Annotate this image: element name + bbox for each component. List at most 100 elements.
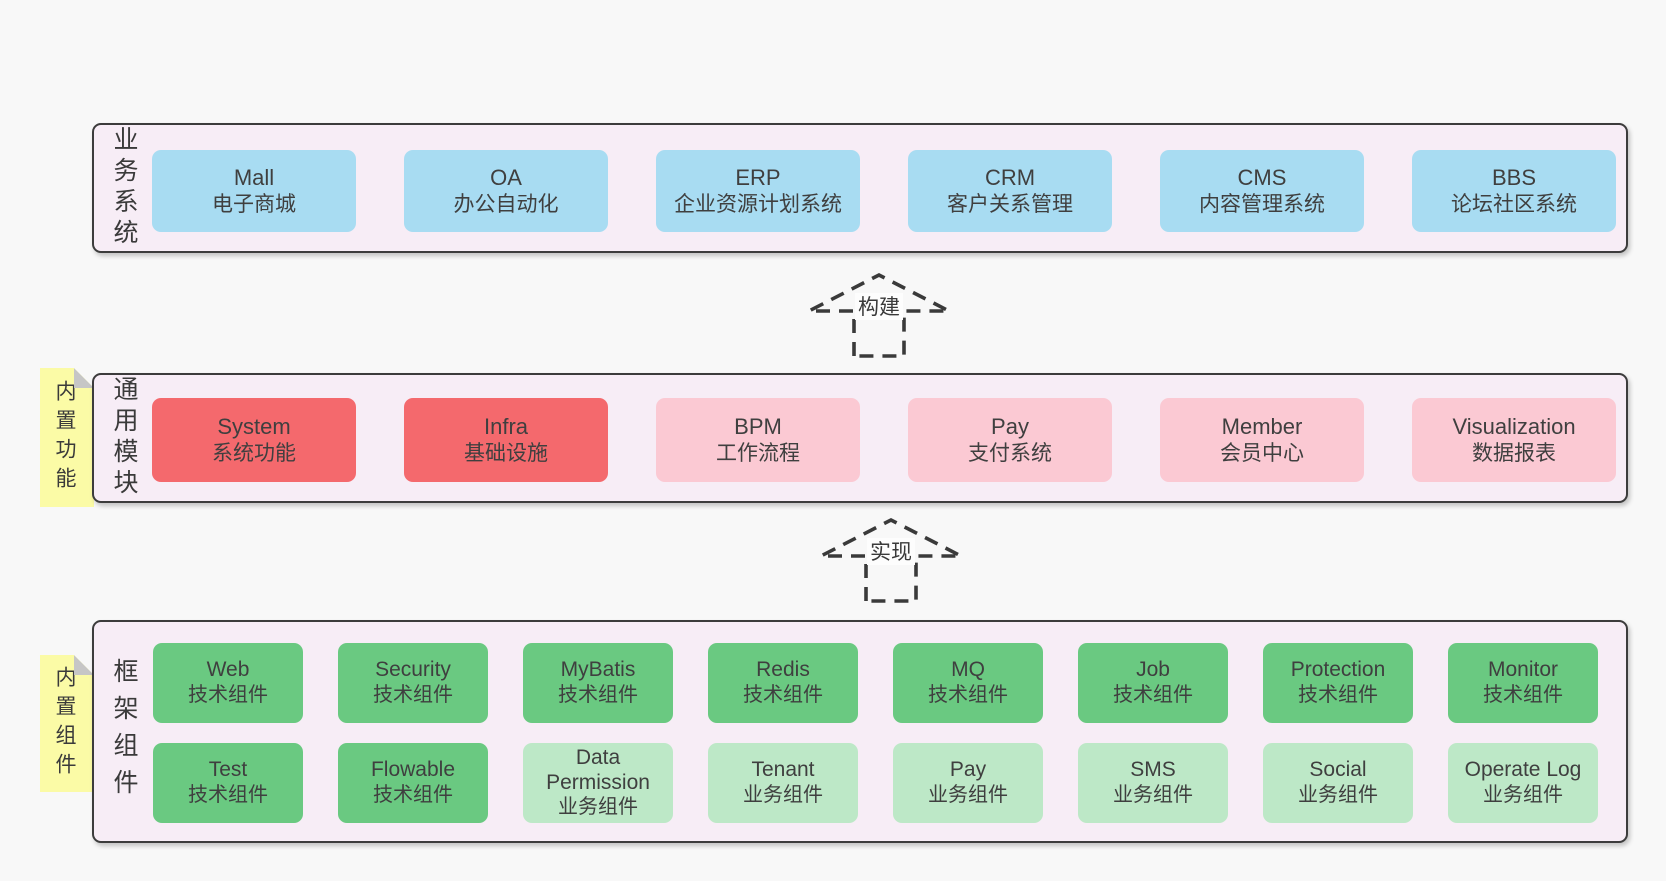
box-sms: SMS 业务组件	[1078, 743, 1228, 823]
box-redis: Redis 技术组件	[708, 643, 858, 723]
box-flowable: Flowable 技术组件	[338, 743, 488, 823]
box-mq: MQ 技术组件	[893, 643, 1043, 723]
box-cn-label: 支付系统	[968, 442, 1052, 466]
band-label: 框架组件	[110, 657, 138, 806]
box-cn-label: 技术组件	[928, 683, 1008, 706]
box-en-label: Test	[208, 758, 248, 782]
arrow-outline	[820, 517, 962, 603]
box-en-label: Job	[1136, 658, 1170, 682]
arrow-label-backdrop	[855, 293, 903, 320]
band-business-systems: 业务系统 Mall 电子商城 OA 办公自动化 ERP 企业资源计划系统 CRM…	[92, 123, 1628, 253]
box-en-label: Protection	[1290, 658, 1386, 682]
sticky-note-label: 内置组件	[53, 665, 76, 782]
box-cn-label: 技术组件	[1298, 683, 1378, 706]
box-en-label: Tenant	[751, 758, 815, 782]
box-en-label: OA	[490, 164, 522, 190]
box-cn-label: 内容管理系统	[1199, 193, 1325, 217]
box-mall: Mall 电子商城	[152, 150, 356, 232]
box-member: Member 会员中心	[1160, 398, 1364, 482]
box-en-label: System	[217, 413, 291, 439]
box-cn-label: 业务组件	[1298, 783, 1378, 806]
box-pay-component: Pay 业务组件	[893, 743, 1043, 823]
box-cn-label: 业务组件	[558, 795, 638, 818]
box-cn-label: 客户关系管理	[947, 193, 1073, 217]
box-en-label: Visualization	[1452, 413, 1576, 439]
box-system: System 系统功能	[152, 398, 356, 482]
common-modules-row: System 系统功能 Infra 基础设施 BPM 工作流程 Pay 支付系统…	[152, 398, 1616, 482]
box-en-label: ERP	[735, 164, 781, 190]
up-arrow-build: 构建	[808, 272, 950, 358]
box-crm: CRM 客户关系管理	[908, 150, 1112, 232]
box-mybatis: MyBatis 技术组件	[523, 643, 673, 723]
box-monitor: Monitor 技术组件	[1448, 643, 1598, 723]
box-en-label: Monitor	[1487, 658, 1559, 682]
box-cn-label: 业务组件	[1113, 783, 1193, 806]
box-cn-label: 业务组件	[743, 783, 823, 806]
box-en-label: BPM	[734, 413, 782, 439]
box-infra: Infra 基础设施	[404, 398, 608, 482]
box-en-label: MQ	[951, 658, 985, 682]
box-en-label: Mall	[233, 164, 275, 190]
box-visualization: Visualization 数据报表	[1412, 398, 1616, 482]
box-en-label: CMS	[1237, 164, 1287, 190]
box-en-label: Security	[375, 658, 451, 682]
box-erp: ERP 企业资源计划系统	[656, 150, 860, 232]
box-cn-label: 技术组件	[188, 683, 268, 706]
box-en-label: Pay	[991, 413, 1029, 439]
folded-corner	[74, 368, 94, 388]
box-en-label: Pay	[949, 758, 987, 782]
box-en-label: Member	[1221, 413, 1303, 439]
box-cn-label: 技术组件	[558, 683, 638, 706]
sticky-note-label: 内置功能	[53, 379, 76, 496]
up-arrow-implement: 实现	[820, 517, 962, 603]
box-cn-label: 电子商城	[212, 193, 296, 217]
box-cn-label: 基础设施	[464, 442, 548, 466]
box-en-label: Social	[1309, 758, 1367, 782]
box-en-label: CRM	[984, 164, 1036, 190]
box-en-label: Data Permission	[546, 746, 650, 794]
box-cn-label: 业务组件	[1483, 783, 1563, 806]
box-en-label: Redis	[756, 658, 810, 682]
box-en-label: Operate Log	[1464, 758, 1582, 782]
box-tenant: Tenant 业务组件	[708, 743, 858, 823]
box-cn-label: 数据报表	[1472, 442, 1556, 466]
business-systems-row: Mall 电子商城 OA 办公自动化 ERP 企业资源计划系统 CRM 客户关系…	[152, 150, 1616, 232]
box-cn-label: 系统功能	[212, 442, 296, 466]
box-security: Security 技术组件	[338, 643, 488, 723]
box-cn-label: 业务组件	[928, 783, 1008, 806]
box-cn-label: 技术组件	[1483, 683, 1563, 706]
band-label: 业务系统	[110, 126, 138, 250]
box-cn-label: 技术组件	[373, 683, 453, 706]
arrow-label: 构建	[858, 296, 900, 319]
box-oa: OA 办公自动化	[404, 150, 608, 232]
box-en-label: MyBatis	[560, 658, 636, 682]
box-cn-label: 技术组件	[743, 683, 823, 706]
box-en-label: SMS	[1130, 758, 1176, 782]
box-cn-label: 工作流程	[716, 442, 800, 466]
arrow-label: 实现	[870, 541, 912, 564]
framework-components-row-1: Web 技术组件 Security 技术组件 MyBatis 技术组件 Redi…	[153, 643, 1598, 723]
box-operate-log: Operate Log 业务组件	[1448, 743, 1598, 823]
framework-components-row-2: Test 技术组件 Flowable 技术组件 Data Permission …	[153, 743, 1598, 823]
box-en-label: Flowable	[370, 758, 456, 782]
folded-corner	[74, 655, 94, 675]
box-cn-label: 会员中心	[1220, 442, 1304, 466]
box-pay-system: Pay 支付系统	[908, 398, 1112, 482]
box-cn-label: 论坛社区系统	[1451, 193, 1577, 217]
box-data-permission: Data Permission 业务组件	[523, 743, 673, 823]
arrow-outline	[808, 272, 950, 358]
box-cn-label: 技术组件	[373, 783, 453, 806]
box-test: Test 技术组件	[153, 743, 303, 823]
box-bpm: BPM 工作流程	[656, 398, 860, 482]
sticky-note-builtin-features: 内置功能	[40, 368, 94, 507]
box-social: Social 业务组件	[1263, 743, 1413, 823]
box-cn-label: 企业资源计划系统	[674, 193, 842, 217]
box-protection: Protection 技术组件	[1263, 643, 1413, 723]
box-en-label: Web	[206, 658, 250, 682]
box-cn-label: 技术组件	[1113, 683, 1193, 706]
box-web: Web 技术组件	[153, 643, 303, 723]
box-job: Job 技术组件	[1078, 643, 1228, 723]
box-en-label: Infra	[483, 413, 529, 439]
sticky-note-builtin-components: 内置组件	[40, 655, 94, 792]
band-common-modules: 通用模块 System 系统功能 Infra 基础设施 BPM 工作流程 Pay…	[92, 373, 1628, 503]
